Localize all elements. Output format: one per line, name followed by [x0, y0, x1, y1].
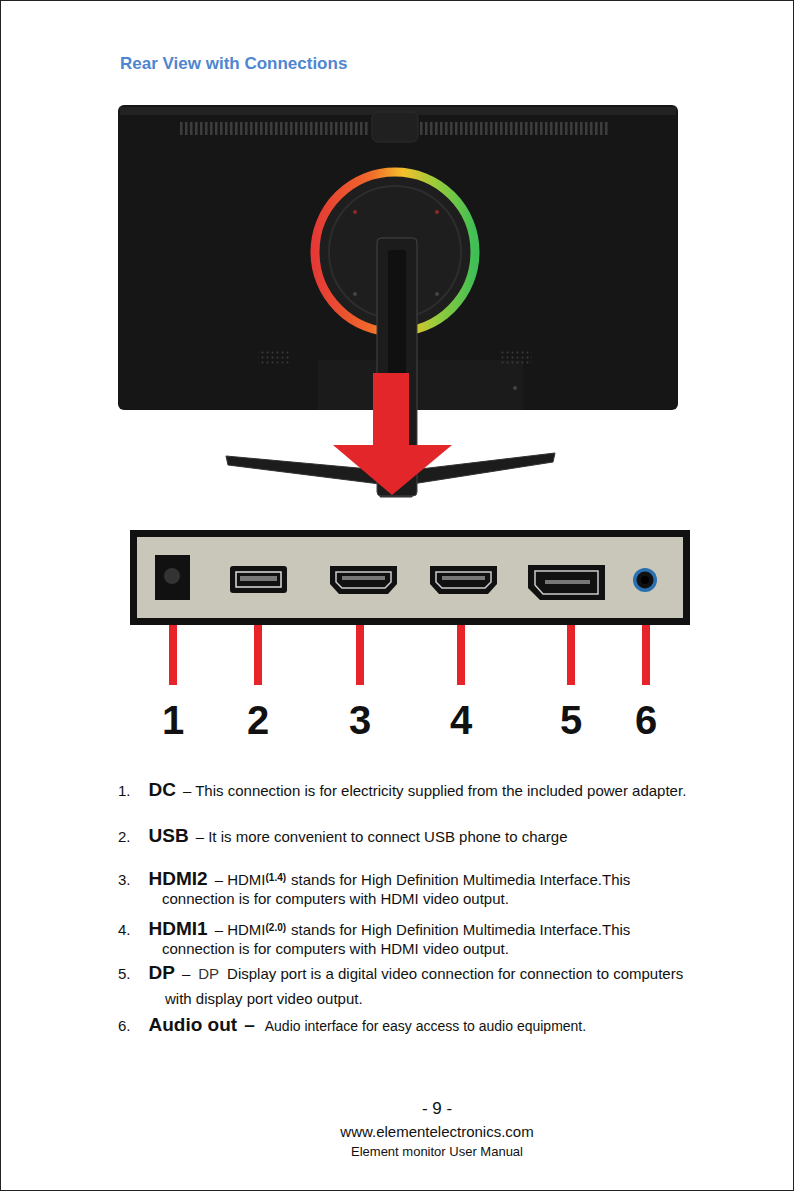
port-item: 2. USB – It is more convenient to connect … — [118, 826, 687, 846]
arrow-shaft — [373, 373, 409, 446]
item-number: 5. — [118, 965, 131, 982]
lock-hole — [513, 386, 517, 390]
port-description: Display port is a digital video connecti… — [165, 965, 683, 1007]
panel-frame — [130, 530, 690, 625]
usb-tongue — [240, 576, 277, 581]
hdmi-pins — [342, 576, 385, 580]
website: www.elementelectronics.com — [237, 1123, 637, 1140]
port-item: 6. Audio out–Audio interface for easy acc… — [118, 1014, 687, 1037]
port-item: 5. DP–DPDisplay port is a digital video c… — [118, 960, 687, 1011]
version-note: (2.0) — [265, 922, 286, 933]
port-description: – It is more convenient to connect USB p… — [196, 828, 568, 845]
stand — [226, 238, 555, 497]
arrow-head — [333, 445, 452, 495]
port-name: USB — [149, 825, 189, 846]
port-item: 3.HDMI2– HDMI(1.4)stands for High Defini… — [118, 868, 687, 908]
usb-port — [230, 566, 287, 593]
port-item: 4.HDMI1– HDMI(2.0)stands for High Defini… — [118, 918, 687, 958]
port-panel — [130, 530, 690, 625]
port-description: – This connection is for electricity sup… — [183, 782, 686, 799]
manual-name: Element monitor User Manual — [237, 1144, 637, 1159]
lower-panel — [318, 360, 523, 410]
screw — [353, 210, 357, 214]
port-description: – HDMI — [215, 871, 266, 888]
dp-inner — [535, 571, 598, 594]
screw — [353, 292, 357, 296]
leader-line — [356, 625, 364, 685]
port-name: DP — [149, 962, 175, 983]
port-description: Audio interface for easy access to audio… — [265, 1018, 586, 1034]
leader-line — [169, 625, 177, 685]
port-name: DC — [149, 779, 176, 800]
item-number: 6. — [118, 1017, 131, 1034]
port-abbrev: DP — [198, 965, 219, 982]
version-note: (1.4) — [265, 872, 286, 883]
screw — [435, 210, 439, 214]
hdmi-inner — [436, 572, 491, 588]
callout-number: 1 — [148, 698, 198, 742]
port-name: HDMI2 — [149, 868, 208, 889]
item-number: 1. — [118, 782, 131, 799]
port-description: – HDMI — [215, 921, 266, 938]
item-number: 2. — [118, 828, 131, 845]
hdmi-port — [330, 566, 397, 594]
leader-line — [254, 625, 262, 685]
port-item: 1. DC – This connection is for electricity… — [118, 780, 687, 800]
dash: – — [244, 1014, 255, 1035]
leader-line — [567, 625, 575, 685]
port-name: HDMI1 — [149, 918, 208, 939]
item-number: 4. — [118, 921, 131, 938]
callout-number: 4 — [436, 698, 486, 742]
hdmi-pins — [442, 576, 485, 580]
callout-number: 3 — [335, 698, 385, 742]
leader-line — [457, 625, 465, 685]
audio-hole — [641, 576, 649, 584]
audio-port — [633, 568, 657, 592]
dash: – — [182, 965, 190, 982]
vent-right — [420, 122, 610, 135]
usb-inner — [236, 572, 281, 587]
leader-lines — [169, 625, 650, 685]
red-arrow — [333, 373, 452, 495]
callout-number: 2 — [233, 698, 283, 742]
vent-left — [180, 122, 370, 135]
hdmi-port — [430, 566, 497, 594]
audio-inner — [637, 572, 654, 589]
port-name: Audio out — [149, 1014, 238, 1035]
top-bump — [372, 112, 418, 142]
dc-pin — [164, 568, 180, 584]
item-number: 3. — [118, 871, 131, 888]
hdmi-inner — [336, 572, 391, 588]
dp-pins — [545, 580, 590, 584]
callout-number: 6 — [621, 698, 671, 742]
screw — [435, 292, 439, 296]
panel-face — [137, 537, 683, 618]
page-number: - 9 - — [237, 1099, 637, 1119]
speaker-left — [258, 350, 290, 366]
leader-line — [642, 625, 650, 685]
dp-port — [528, 565, 605, 600]
page-title: Rear View with Connections — [120, 54, 347, 74]
dc-port — [155, 555, 190, 600]
speaker-right — [500, 350, 532, 366]
callout-number: 5 — [546, 698, 596, 742]
